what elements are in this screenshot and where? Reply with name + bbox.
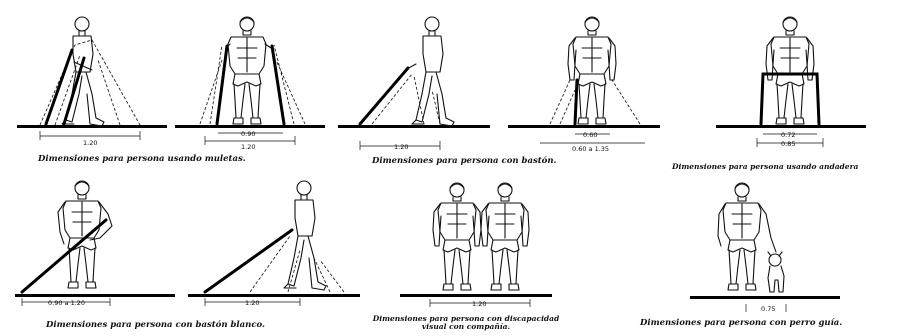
caption-companion: Dimensiones para persona con discapacida… [356, 315, 576, 331]
guide-dog-icon [767, 251, 785, 293]
walker-outer-dim: 0.85 [781, 140, 795, 148]
walker-inner-dim: 0.72 [781, 131, 795, 139]
caption-guide-dog: Dimensiones para persona con perro guía. [640, 318, 843, 328]
caption-cane: Dimensiones para persona con bastón. [372, 156, 557, 166]
crutch-side-dim: 1.20 [83, 139, 97, 147]
crutches-front-figure: 0.90 1.20 [175, 16, 325, 151]
cane-front-figure: 0.60 0.60 a 1.35 [508, 16, 660, 153]
caption-companion-line2: visual con compañía. [421, 322, 511, 331]
white-cane-front-figure: 0.90 a 1.20 [15, 180, 175, 307]
caption-white-cane: Dimensiones para persona con bastón blan… [46, 320, 265, 330]
crutches-side-figure: 1.20 [17, 16, 167, 147]
cane-side-dim: 1.20 [394, 143, 408, 151]
walker-figure: 0.72 0.85 [716, 16, 866, 148]
guide-dog-figure: 0.75 [690, 182, 840, 313]
cane-front-outer-dim: 0.60 a 1.35 [572, 145, 609, 153]
white-cane-front-dim: 0.90 a 1.20 [48, 299, 85, 307]
cane-front-inner-dim: 0.60 [583, 131, 597, 139]
white-cane-side-figure: 1.20 [188, 180, 360, 307]
white-cane-side-dim: 1.20 [245, 299, 259, 307]
cane-side-figure: 1.20 [338, 16, 490, 151]
guide-dog-dim: 0.75 [761, 305, 775, 313]
crutch-front-dim: 0.90 [241, 130, 255, 138]
companion-dim: 1.20 [472, 300, 486, 308]
companion-figure: 1.20 [400, 182, 552, 308]
caption-walker: Dimensiones para persona usando andadera [672, 162, 859, 171]
caption-crutches: Dimensiones para persona usando muletas. [38, 154, 246, 164]
caption-companion-line1: Dimensiones para persona con discapacida… [372, 314, 560, 323]
crutch-front-wide-dim: 1.20 [241, 143, 255, 151]
